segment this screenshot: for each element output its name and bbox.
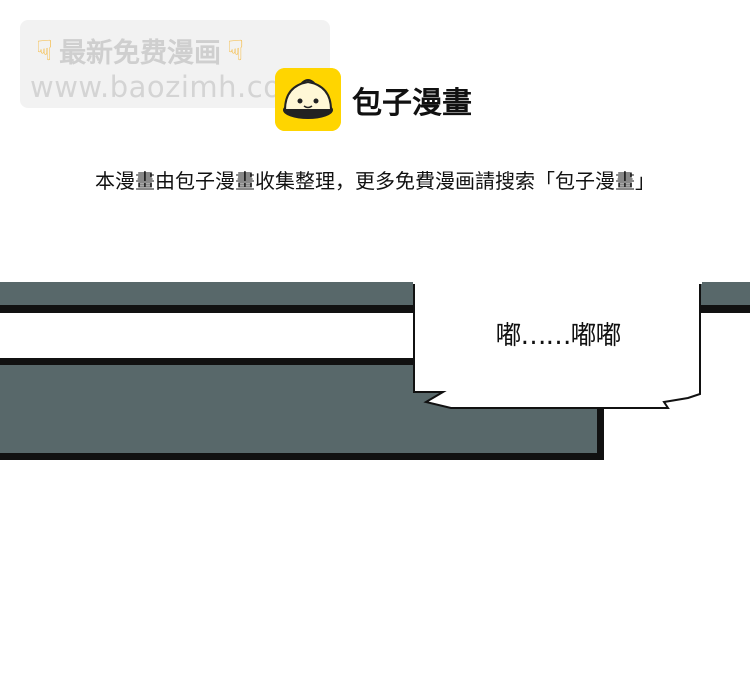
baozi-bun-logo-icon: [275, 68, 341, 131]
speech-text: 嘟……嘟嘟: [495, 321, 621, 351]
top-band-left: [0, 282, 414, 307]
brand-name: 包子漫畫: [352, 86, 472, 121]
pointing-down-hand-icon: ☟: [36, 33, 54, 67]
watermark-url: www.baozimh.com: [30, 70, 311, 104]
speech-bubble-top-cover: [413, 278, 702, 284]
speech-bubble: [413, 281, 701, 409]
top-band-left-border: [0, 305, 414, 313]
watermark-line1: ☟ 最新免费漫画 ☟: [36, 30, 244, 70]
watermark-title: 最新免费漫画: [59, 37, 222, 69]
pointing-down-hand-icon: ☟: [227, 33, 245, 67]
top-band-right-border: [700, 305, 750, 313]
collection-notice: 本漫畫由包子漫畫收集整理，更多免費漫画請搜索「包子漫畫」: [95, 169, 655, 193]
top-band-right: [700, 282, 750, 307]
